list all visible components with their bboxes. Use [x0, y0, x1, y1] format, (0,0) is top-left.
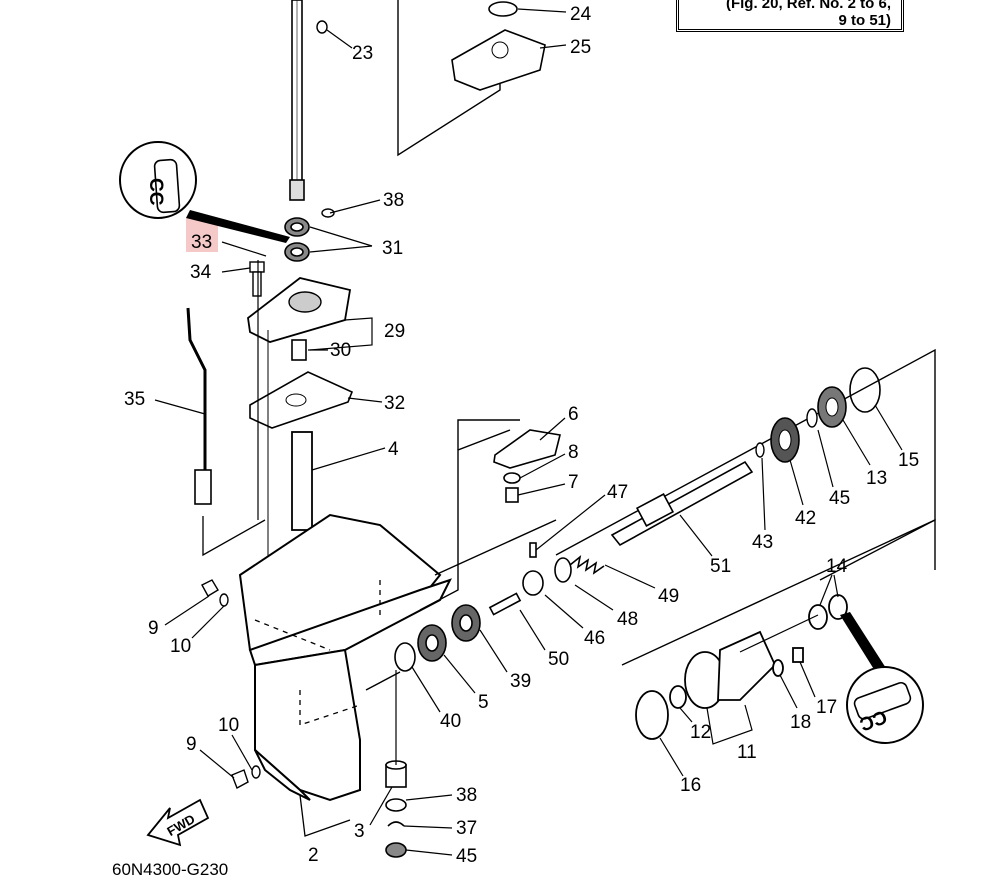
callout-29: 29 — [384, 321, 405, 342]
drive-shaft — [289, 0, 305, 201]
propeller-shaft — [610, 460, 754, 547]
callout-25: 25 — [570, 37, 591, 58]
drawing-code: 60N4300-G230 — [112, 860, 229, 879]
callout-labels: 23 24 25 38 31 33 34 29 30 32 35 4 6 8 7… — [124, 4, 919, 867]
sealant-label-top: CC — [145, 178, 166, 206]
reference-note-line1: (Fig. 20, Ref. No. 2 to 6, — [725, 0, 891, 12]
callout-44: 43 — [752, 532, 773, 553]
sealant-detail-top — [119, 141, 290, 243]
callout-43: 42 — [795, 508, 816, 529]
sealant-detail-bottom — [840, 612, 924, 744]
lower-case — [238, 513, 452, 802]
callout-46: 46 — [584, 628, 605, 649]
callout-51: 51 — [710, 556, 731, 577]
callout-17: 17 — [816, 697, 837, 718]
callout-32: 32 — [384, 393, 405, 414]
callout-49: 49 — [658, 586, 679, 607]
callout-11: 11 — [737, 742, 757, 763]
callout-34: 34 — [190, 262, 212, 283]
callout-4: 4 — [388, 439, 399, 460]
reference-note-line2: 9 to 51) — [838, 12, 891, 29]
callout-31: 31 — [382, 238, 403, 259]
callout-5: 5 — [478, 692, 489, 713]
callout-14: 14 — [826, 556, 848, 577]
callout-40: 38 — [456, 785, 477, 806]
callout-13: 13 — [866, 468, 887, 489]
callout-50: 50 — [548, 649, 569, 670]
callout-9-upper: 9 — [148, 618, 159, 639]
callout-38: 38 — [383, 190, 404, 211]
callout-8: 8 — [568, 442, 579, 463]
callout-12: 12 — [690, 722, 711, 743]
callout-2: 2 — [308, 845, 319, 866]
callout-6: 6 — [568, 404, 579, 425]
callout-10-upper: 10 — [170, 636, 191, 657]
callout-47: 47 — [607, 482, 628, 503]
callout-18: 18 — [790, 712, 811, 733]
callout-16: 16 — [680, 775, 701, 796]
callout-33-highlighted: 33 — [191, 232, 212, 253]
reference-note-box: (Fig. 20, Ref. No. 2 to 6, 9 to 51) — [676, 0, 904, 32]
leader-lines — [154, 8, 903, 856]
callout-41: 39 — [510, 671, 531, 692]
callout-30: 30 — [330, 340, 351, 361]
callout-23: 23 — [352, 43, 373, 64]
callout-3: 3 — [354, 821, 365, 842]
callout-7: 7 — [568, 472, 579, 493]
callout-42: 40 — [440, 711, 461, 732]
callout-37: 37 — [456, 818, 477, 839]
callout-10-lower: 10 — [218, 715, 239, 736]
callout-39: 45 — [456, 846, 477, 867]
callout-24: 24 — [570, 4, 592, 25]
callout-48: 48 — [617, 609, 638, 630]
callout-35: 35 — [124, 389, 145, 410]
fwd-arrow — [146, 798, 210, 847]
callout-9-lower: 9 — [186, 734, 197, 755]
callout-45: 45 — [829, 488, 850, 509]
callout-15: 15 — [898, 450, 919, 471]
oil-seals-31 — [284, 217, 310, 262]
